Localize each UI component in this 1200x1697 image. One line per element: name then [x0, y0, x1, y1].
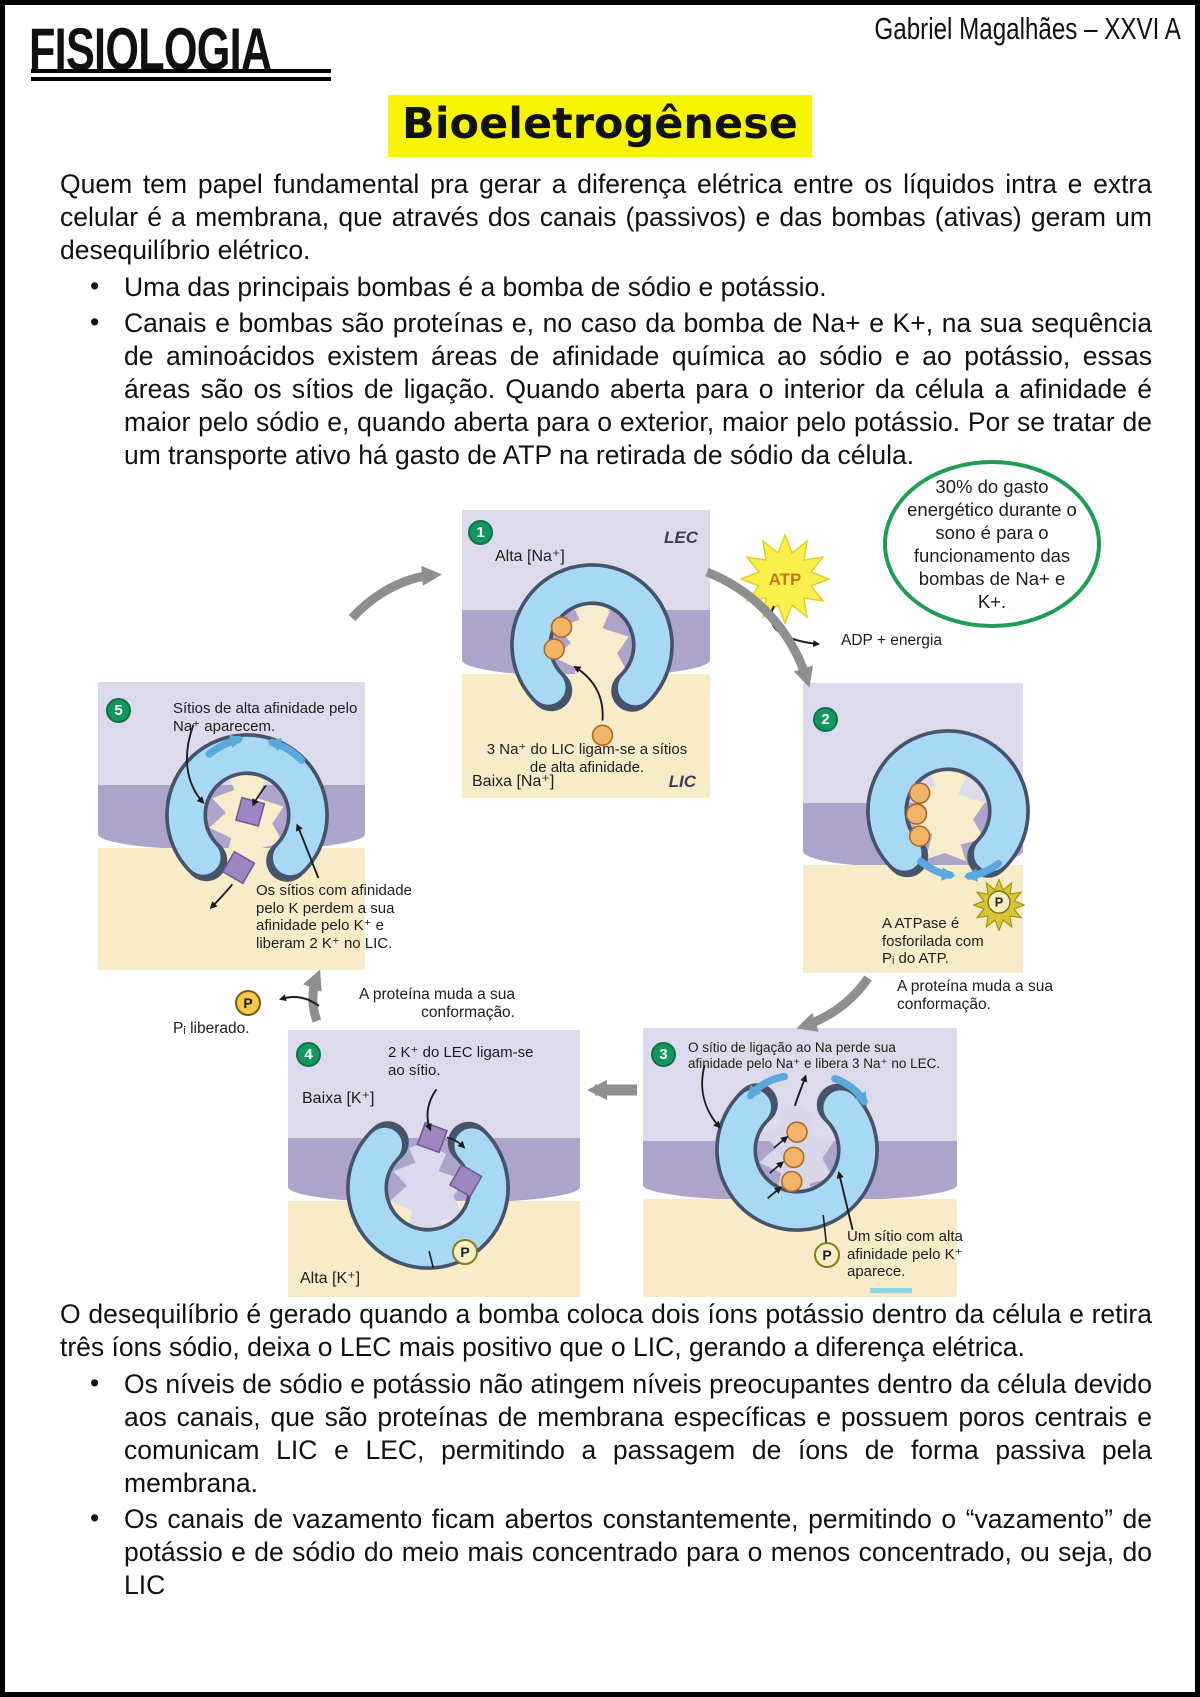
lic-region [462, 674, 710, 798]
sodium-ion-icon [591, 724, 614, 747]
step4-caption: 2 K⁺ do LEC ligam-se ao sítio. [388, 1044, 534, 1079]
high-potassium-label: Alta [K⁺] [300, 1270, 361, 1288]
intro-paragraph: Quem tem papel fundamental pra gerar a d… [60, 169, 1152, 265]
phosphate-icon: P [235, 990, 261, 1016]
step-panel-1: 1 LEC Alta [Na⁺] 3 Na⁺ do LIC ligam-se a… [462, 510, 710, 798]
arrow-step3-to-step4-icon [587, 1080, 637, 1100]
bullet-item: Uma das principais bombas é a bomba de s… [90, 270, 1152, 304]
pump-protein-icon [165, 724, 329, 909]
step-panel-3: 3 O sítio de ligação ao Na perde sua afi… [643, 1028, 963, 1297]
phosphorylation-star-icon: P [973, 879, 1025, 931]
arrow-step2-to-step3-icon [796, 975, 872, 1032]
logo-underline [31, 69, 331, 73]
ion-entry-arrow-icon [573, 665, 604, 721]
ion-entry-arrow-icon [424, 1088, 438, 1132]
sodium-ion-icon [908, 825, 931, 847]
low-potassium-label: Baixa [K⁺] [302, 1090, 375, 1107]
step-badge: 5 [106, 698, 131, 723]
potassium-ion-icon [221, 850, 256, 885]
sodium-ion-icon [905, 803, 928, 825]
arrow-step5-to-step1-icon [348, 565, 442, 622]
bullet-item: Os canais de vazamento ficam abertos con… [90, 1502, 1152, 1602]
bullet-item: Canais e bombas são proteínas e, no caso… [90, 306, 1152, 472]
sodium-ion-icon [786, 1121, 808, 1143]
note-pointer-arrow-icon [296, 823, 320, 879]
lic-label: LIC [668, 771, 696, 791]
step3-note: Um sítio com alta afinidade pelo K⁺ apar… [847, 1228, 963, 1281]
step-badge: 1 [468, 520, 493, 545]
author-name: Gabriel Magalhães – XXVI A [874, 11, 1181, 46]
sodium-ion-icon [543, 638, 565, 660]
phosphate-tether-line [428, 1250, 435, 1268]
page-title: Bioeletrogênese [388, 95, 812, 157]
sodium-potassium-pump-diagram: 30% do gasto energético durante o sono é… [45, 460, 1165, 1305]
pump-protein-icon [701, 1064, 879, 1245]
ion-motion-arrow-icon [769, 1161, 784, 1174]
bullet-item: Os níveis de sódio e potássio não atinge… [90, 1367, 1152, 1500]
atp-star-icon: ATP [740, 534, 830, 624]
sodium-ion-icon [783, 1146, 805, 1169]
conformation-arrow-icon [747, 1072, 789, 1100]
conformation-change-label: A proteína muda a sua conformação. [897, 978, 1053, 1014]
conformation-arrow-icon [963, 859, 1003, 882]
step-badge: 3 [651, 1042, 676, 1067]
high-sodium-label: Alta [Na⁺] [495, 548, 565, 565]
ion-exit-arrow-icon [209, 883, 234, 909]
pi-released-label: Pᵢ liberado. [173, 1020, 250, 1037]
note-pointer-arrow-icon [836, 1170, 854, 1231]
ion-motion-arrow-icon [446, 1136, 466, 1149]
caption-pointer-arrow-icon [701, 1064, 721, 1129]
conformation-arrow-icon [266, 737, 306, 765]
pump-protein-icon [346, 1088, 510, 1270]
step-badge: 4 [296, 1042, 321, 1067]
ion-motion-arrow-icon [773, 1135, 789, 1149]
ion-motion-arrow-icon [252, 785, 267, 807]
svg-text:ATP: ATP [769, 570, 802, 589]
ion-motion-arrow-icon [767, 1186, 782, 1199]
step1-caption: 3 Na⁺ do LIC ligam-se a sítios de alta a… [486, 741, 688, 776]
pump-protein-icon [510, 563, 674, 747]
sodium-ion-icon [550, 616, 573, 638]
conformation-arrow-icon [831, 1074, 868, 1107]
annotation-bubble: 30% do gasto energético durante o sono é… [883, 460, 1101, 628]
svg-text:P: P [995, 895, 1004, 910]
lec-region [288, 1030, 580, 1140]
closing-paragraph: O desequilíbrio é gerado quando a bomba … [60, 1299, 1152, 1362]
caption-pointer-arrow-icon [186, 724, 205, 805]
arrow-step4-to-step5-icon [303, 969, 322, 1023]
step-badge: 2 [813, 707, 838, 732]
phosphate-tether-line [822, 1215, 828, 1245]
logo-underline [31, 77, 331, 81]
arrow-to-phosphate-icon [278, 994, 320, 1007]
conformation-arrow-icon [205, 734, 244, 758]
closing-text-block: O desequilíbrio é gerado quando a bomba … [60, 1298, 1152, 1605]
step-panel-2: 2 P A ATPase é fosforilada com Pᵢ do ATP… [803, 683, 1030, 973]
sodium-ion-icon [908, 782, 931, 804]
pump-protein-icon [866, 729, 1030, 893]
conformation-change-label: A proteína muda a sua conformação. [359, 986, 515, 1022]
phosphate-icon: P [814, 1242, 840, 1268]
cyan-underline-mark [870, 1288, 912, 1293]
step5-caption: Sítios de alta afinidade pelo Na⁺ aparec… [173, 700, 358, 735]
lec-label: LEC [664, 528, 698, 547]
step-panel-4: 4 2 K⁺ do LEC ligam-se ao sítio. Baixa [… [288, 1030, 580, 1297]
ion-exit-arrow-icon [793, 1074, 808, 1107]
annotation-text: 30% do gasto energético durante o sono é… [907, 475, 1077, 613]
top-bullet-list: Uma das principais bombas é a bomba de s… [60, 270, 1152, 472]
step5-note: Os sítios com afinidade pelo K perdem a … [256, 882, 412, 953]
potassium-ion-icon [235, 796, 266, 827]
conformation-arrow-icon [917, 857, 956, 881]
bottom-bullet-list: Os níveis de sódio e potássio não atinge… [60, 1367, 1152, 1602]
step-panel-5: 5 Sítios de alta afinidade pelo Na⁺ apar… [98, 682, 412, 970]
course-logo: FISIOLOGIA [29, 16, 272, 83]
arrow-step1-to-step2-icon [705, 567, 813, 688]
intro-text-block: Quem tem papel fundamental pra gerar a d… [60, 168, 1152, 475]
sodium-ion-icon [780, 1170, 803, 1193]
phosphate-icon: P [452, 1239, 478, 1265]
low-sodium-label: Baixa [Na⁺] [472, 773, 555, 791]
step3-caption: O sítio de ligação ao Na perde sua afini… [688, 1040, 941, 1071]
adp-energy-label: ADP + energia [841, 632, 942, 649]
step2-caption: A ATPase é fosforilada com Pᵢ do ATP. [882, 915, 984, 968]
potassium-ion-icon [448, 1163, 483, 1198]
